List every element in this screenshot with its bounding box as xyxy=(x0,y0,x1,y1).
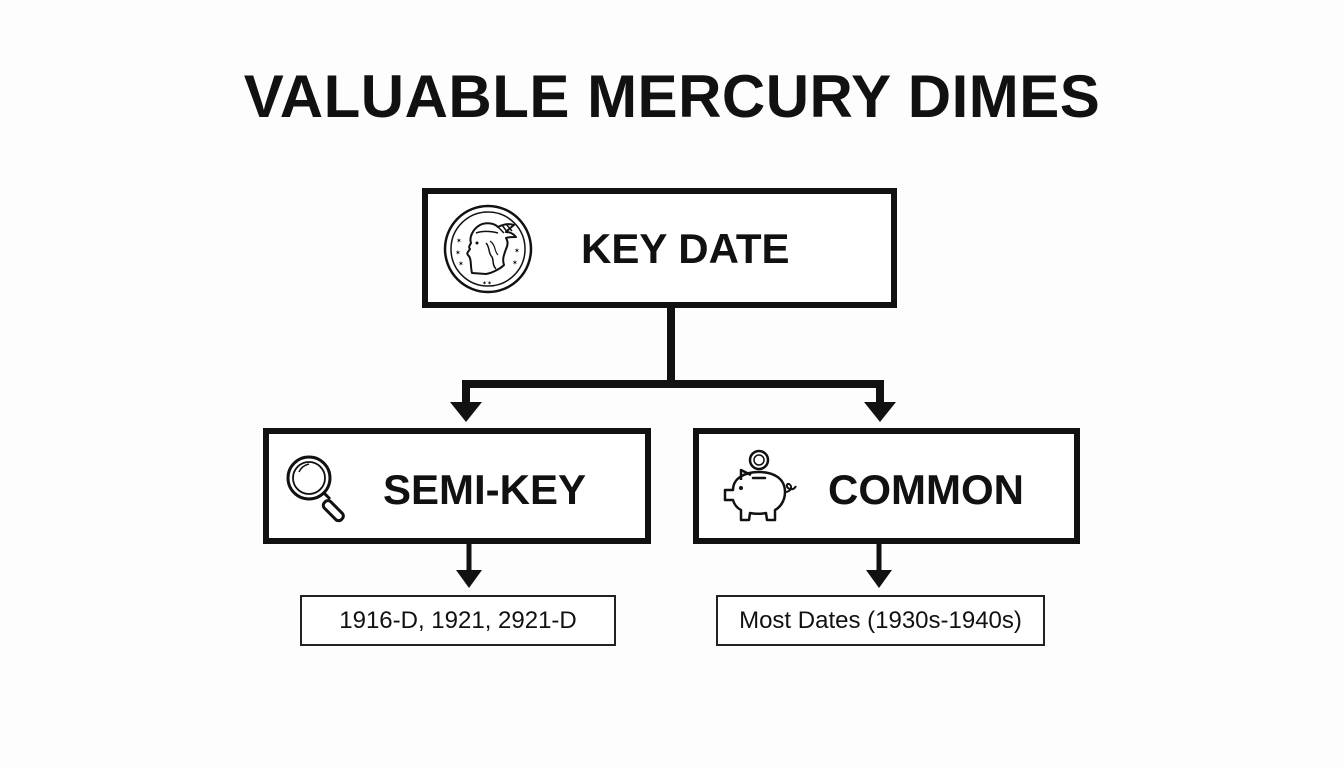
common-dates-box: Most Dates (1930s-1940s) xyxy=(716,595,1045,646)
magnifying-glass-icon xyxy=(286,455,345,523)
key-date-label: KEY DATE xyxy=(581,225,790,272)
svg-text:✶✶: ✶✶ xyxy=(482,280,492,287)
svg-text:✶: ✶ xyxy=(456,237,462,245)
mercury-dime-coin-icon: ✶ ✶ ✶ ✶ ✶ ✶✶ xyxy=(443,204,533,294)
arrow-to-semi-key-detail xyxy=(456,570,482,588)
semi-key-box: SEMI-KEY xyxy=(263,428,651,544)
arrow-to-semi-key xyxy=(450,402,482,422)
piggy-bank-icon xyxy=(723,449,797,522)
common-box: COMMON xyxy=(693,428,1080,544)
semi-key-dates-box: 1916-D, 1921, 2921-D xyxy=(300,595,616,646)
arrow-to-common-detail xyxy=(866,570,892,588)
svg-text:✶: ✶ xyxy=(512,259,518,267)
svg-text:✶: ✶ xyxy=(458,260,464,268)
svg-text:✶: ✶ xyxy=(514,247,520,255)
svg-text:✶: ✶ xyxy=(455,249,461,257)
key-date-box: ✶ ✶ ✶ ✶ ✶ ✶✶ KEY DATE xyxy=(422,188,897,308)
arrow-to-common xyxy=(864,402,896,422)
semi-key-label: SEMI-KEY xyxy=(383,466,587,513)
common-label: COMMON xyxy=(828,466,1024,513)
diagram-title: VALUABLE MERCURY DIMES xyxy=(243,63,1101,130)
